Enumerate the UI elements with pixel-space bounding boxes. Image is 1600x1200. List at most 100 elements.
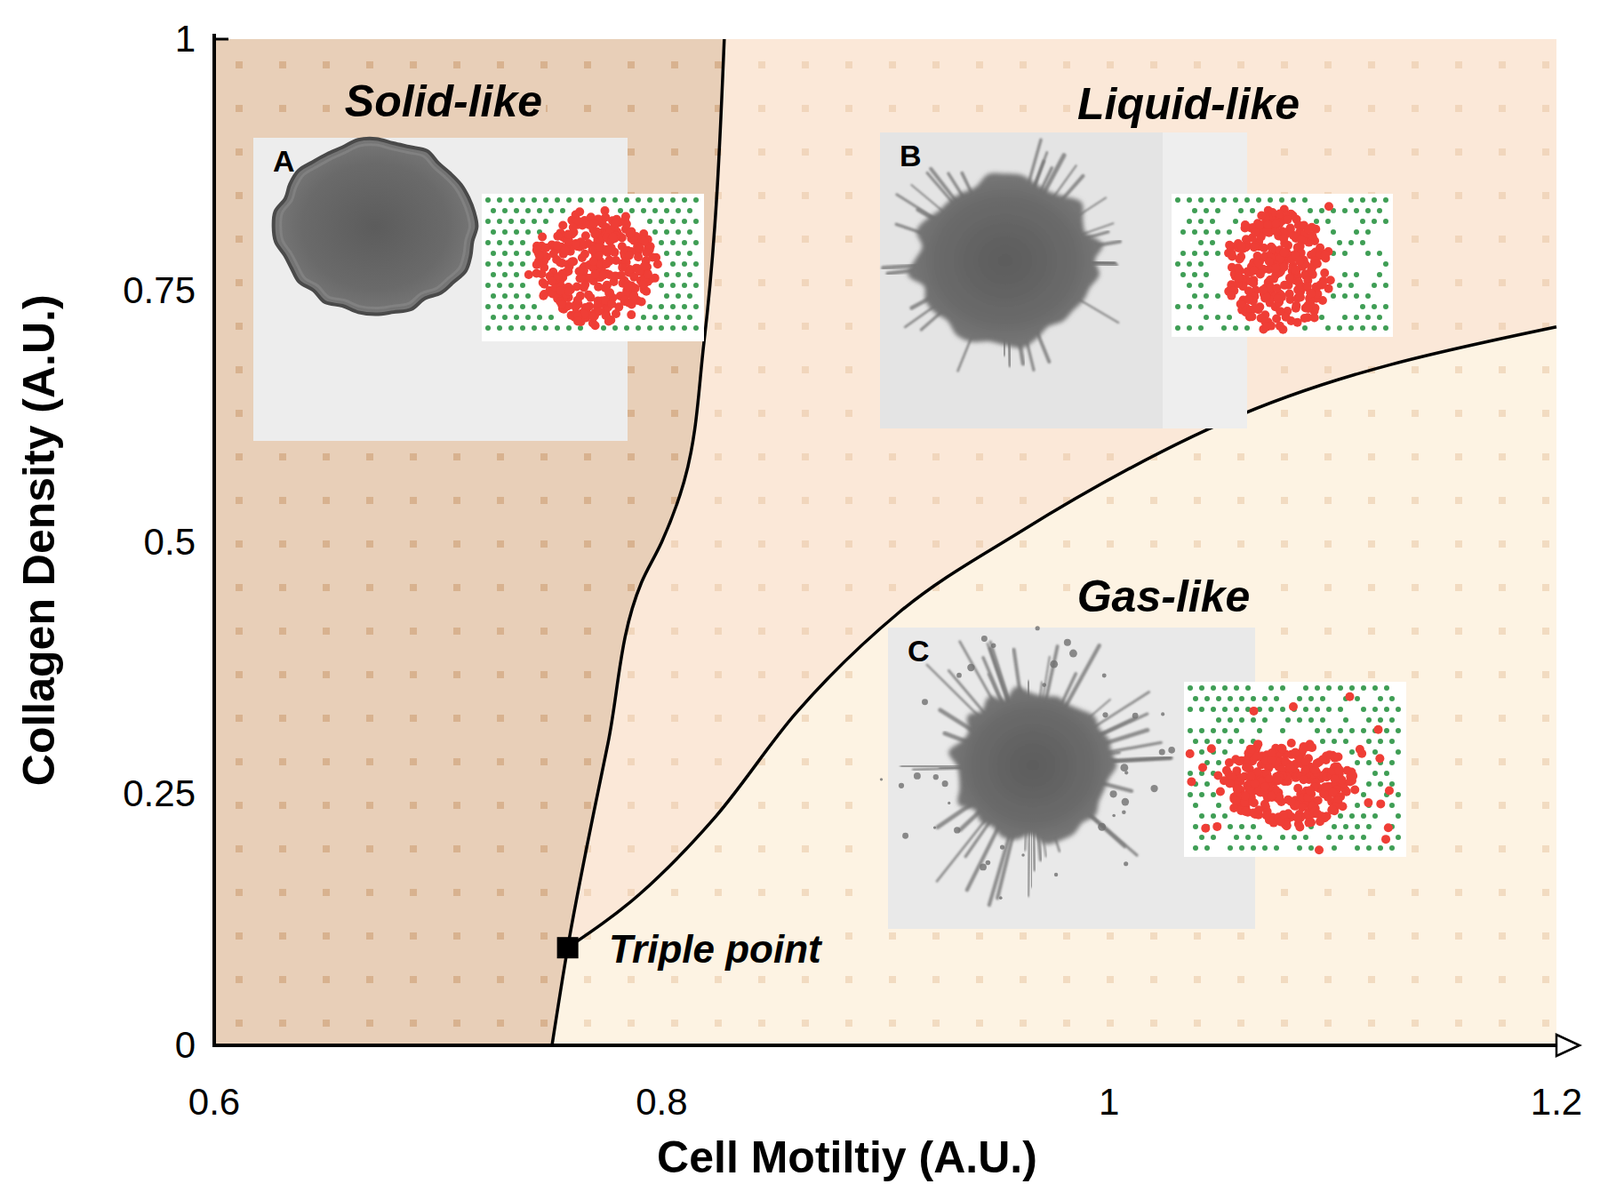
- collagen-dot: [670, 304, 676, 310]
- tumor-cell: [1250, 227, 1260, 237]
- x-tick-label: 1: [1095, 1080, 1123, 1124]
- collagen-dot: [1395, 792, 1401, 798]
- tumor-cell: [1279, 233, 1288, 243]
- collagen-dot: [589, 197, 595, 203]
- collagen-dot: [1186, 325, 1192, 331]
- tumor-cell: [635, 244, 645, 254]
- tumor-cell: [610, 218, 620, 228]
- simulation-insets: [481, 193, 1407, 857]
- collagen-dot: [1180, 229, 1186, 235]
- tumor-cell: [1384, 823, 1393, 832]
- collagen-dot: [1313, 218, 1320, 224]
- collagen-dot: [1389, 845, 1395, 851]
- tumor-cell: [1240, 807, 1250, 816]
- collagen-dot: [1365, 250, 1371, 256]
- tumor-cell: [1212, 822, 1222, 832]
- collagen-dot: [664, 208, 670, 214]
- collagen-dot: [1337, 706, 1344, 712]
- collagen-dot: [1187, 706, 1193, 712]
- collagen-dot: [1366, 781, 1372, 787]
- detached-cell: [1102, 712, 1108, 718]
- collagen-dot: [1360, 197, 1366, 203]
- tumor-cell: [1249, 779, 1259, 789]
- detached-cell: [902, 832, 909, 840]
- collagen-dot: [1187, 792, 1193, 798]
- y-tick-label: 0.5: [140, 520, 200, 564]
- tumor-cell: [602, 245, 612, 255]
- collagen-dot: [520, 240, 526, 246]
- spheroid-photo: [253, 137, 628, 441]
- tumor-cell: [1262, 810, 1272, 820]
- collagen-dot: [560, 208, 566, 214]
- collagen-dot: [485, 240, 491, 246]
- collagen-dot: [513, 229, 520, 235]
- triple-point-marker: [557, 936, 579, 959]
- tumor-cell: [643, 270, 653, 280]
- tumor-cell: [1263, 220, 1272, 230]
- collagen-dot: [1372, 685, 1378, 691]
- tumor-cell: [637, 296, 647, 306]
- phase-label: Gas-like: [1073, 571, 1255, 624]
- collagen-dot: [1360, 240, 1366, 246]
- collagen-dot: [1360, 685, 1367, 691]
- collagen-dot: [1336, 325, 1343, 331]
- collagen-dot: [652, 229, 658, 235]
- grid-dots: [214, 39, 1557, 1046]
- collagen-dot: [1250, 696, 1256, 702]
- collagen-dot: [513, 208, 520, 214]
- collagen-dot: [670, 282, 676, 288]
- liquid-region: [214, 39, 1557, 1046]
- collagen-dot: [1337, 813, 1344, 819]
- collagen-dot: [1204, 845, 1210, 851]
- collagen-dot: [1203, 293, 1209, 299]
- detached-cell: [985, 860, 992, 866]
- tumor-cell: [1315, 816, 1325, 826]
- collagen-dot: [525, 314, 531, 320]
- collagen-dot: [1216, 696, 1222, 702]
- detached-cell: [1121, 798, 1130, 807]
- detached-cell: [1097, 823, 1106, 832]
- tumor-cell: [573, 296, 583, 305]
- detached-cell: [921, 698, 928, 705]
- collagen-dot: [617, 208, 624, 214]
- collagen-dot: [687, 314, 693, 320]
- tumor-cell: [626, 310, 636, 320]
- collagen-dot: [1244, 197, 1250, 203]
- detached-cell: [1110, 790, 1118, 798]
- collagen-dot: [1215, 229, 1221, 235]
- collagen-dot: [1308, 717, 1314, 723]
- tumor-cell: [1328, 787, 1338, 797]
- collagen-dot: [1384, 728, 1390, 734]
- y-tick-label: 1: [171, 17, 200, 61]
- tumor-cell: [624, 281, 633, 291]
- collagen-dot: [1371, 304, 1377, 310]
- tumor-cell: [1258, 285, 1268, 295]
- collagen-dot: [687, 208, 693, 214]
- collagen-dot: [1199, 685, 1205, 691]
- collagen-dot: [1250, 845, 1256, 851]
- collagen-dot: [693, 261, 699, 267]
- tumor-cell: [1374, 725, 1384, 735]
- tumor-cell: [600, 283, 610, 293]
- invasion-strand: [1063, 645, 1100, 712]
- collagen-dot: [687, 293, 693, 299]
- collagen-dot: [554, 325, 560, 331]
- collagen-dot: [1360, 813, 1367, 819]
- collagen-dot: [1222, 706, 1228, 712]
- spheroid-body: [908, 174, 1102, 348]
- collagen-dot: [664, 250, 670, 256]
- collagen-dot: [1233, 706, 1240, 712]
- tumor-cell: [1240, 792, 1250, 801]
- collagen-dot: [1395, 749, 1401, 755]
- tumor-cell: [624, 229, 634, 239]
- detached-cell: [947, 801, 951, 805]
- detached-cell: [1150, 784, 1158, 792]
- collagen-dot: [647, 304, 653, 310]
- tumor-cell: [1295, 291, 1304, 301]
- tumor-cell: [1328, 787, 1337, 797]
- collagen-dot: [1215, 314, 1221, 320]
- collagen-dot: [1331, 845, 1337, 851]
- collagen-dot: [1376, 314, 1383, 320]
